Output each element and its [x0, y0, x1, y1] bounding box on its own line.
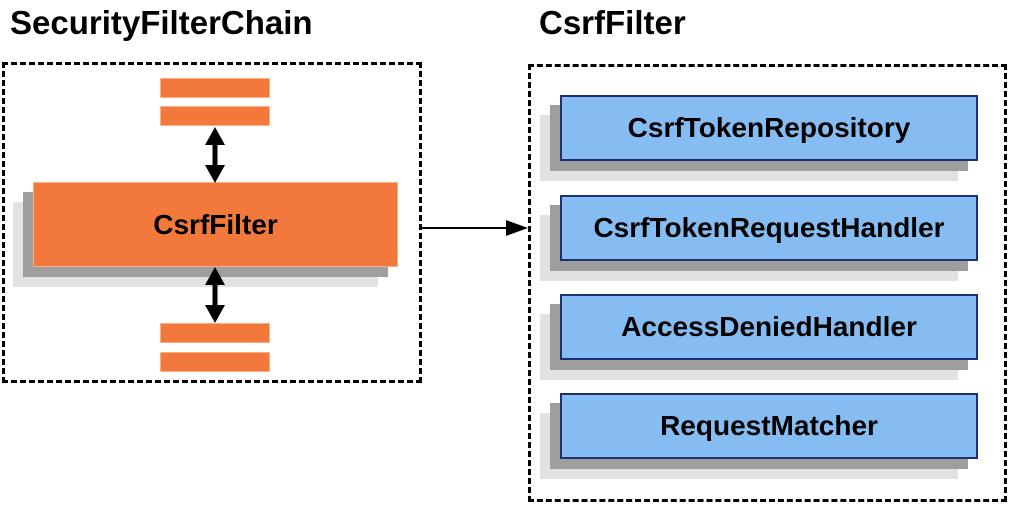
- component-label: AccessDeniedHandler: [621, 311, 917, 342]
- component-box-access-denied-handler: AccessDeniedHandler: [560, 294, 978, 360]
- component-box-request-matcher: RequestMatcher: [560, 393, 978, 459]
- csrf-filter-box: CsrfFilter: [33, 182, 398, 267]
- security-filter-chain-container: [2, 62, 422, 383]
- component-label: RequestMatcher: [660, 410, 878, 441]
- component-box-csrf-token-request-handler: CsrfTokenRequestHandler: [560, 195, 978, 261]
- filter-placeholder-bar: [160, 106, 270, 126]
- csrf-filter-box-label: CsrfFilter: [153, 208, 278, 240]
- security-filter-chain-title: SecurityFilterChain: [10, 4, 313, 41]
- component-box-csrf-token-repository: CsrfTokenRepository: [560, 95, 978, 161]
- filter-placeholder-bar: [160, 352, 270, 372]
- component-label: CsrfTokenRepository: [627, 112, 911, 143]
- double-arrow-icon: [205, 127, 225, 183]
- double-arrow-icon: [205, 267, 225, 323]
- filter-placeholder-bar: [160, 323, 270, 343]
- csrf-filter-container: [528, 64, 1007, 502]
- csrf-filter-panel-title: CsrfFilter: [539, 4, 686, 41]
- component-label: CsrfTokenRequestHandler: [593, 212, 945, 243]
- filter-placeholder-bar: [160, 78, 270, 98]
- right-arrow-icon: [422, 220, 528, 236]
